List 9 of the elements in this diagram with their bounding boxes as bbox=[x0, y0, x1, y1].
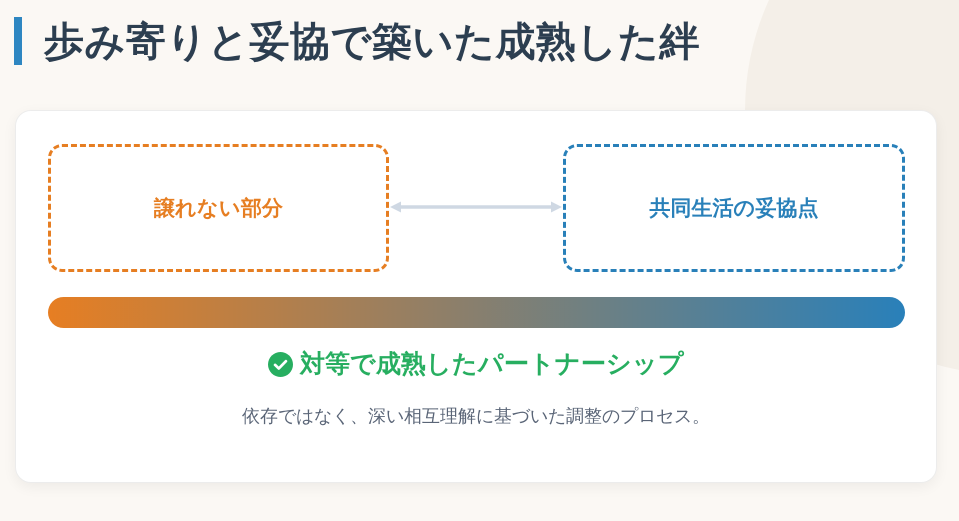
result-heading: 対等で成熟したパートナーシップ bbox=[300, 348, 684, 380]
dashed-box bbox=[48, 144, 389, 272]
description-text: 依存ではなく、深い相互理解に基づいた調整のプロセス。 bbox=[242, 405, 710, 428]
box-label: 共同生活の妥協点 bbox=[650, 195, 818, 222]
box-label: 譲れない部分 bbox=[154, 195, 283, 222]
dashed-box bbox=[563, 144, 905, 272]
title: 歩み寄りと妥協で築いた成熟した絆 bbox=[44, 18, 700, 67]
double-arrow bbox=[390, 201, 562, 213]
gradient-bar bbox=[48, 297, 905, 328]
